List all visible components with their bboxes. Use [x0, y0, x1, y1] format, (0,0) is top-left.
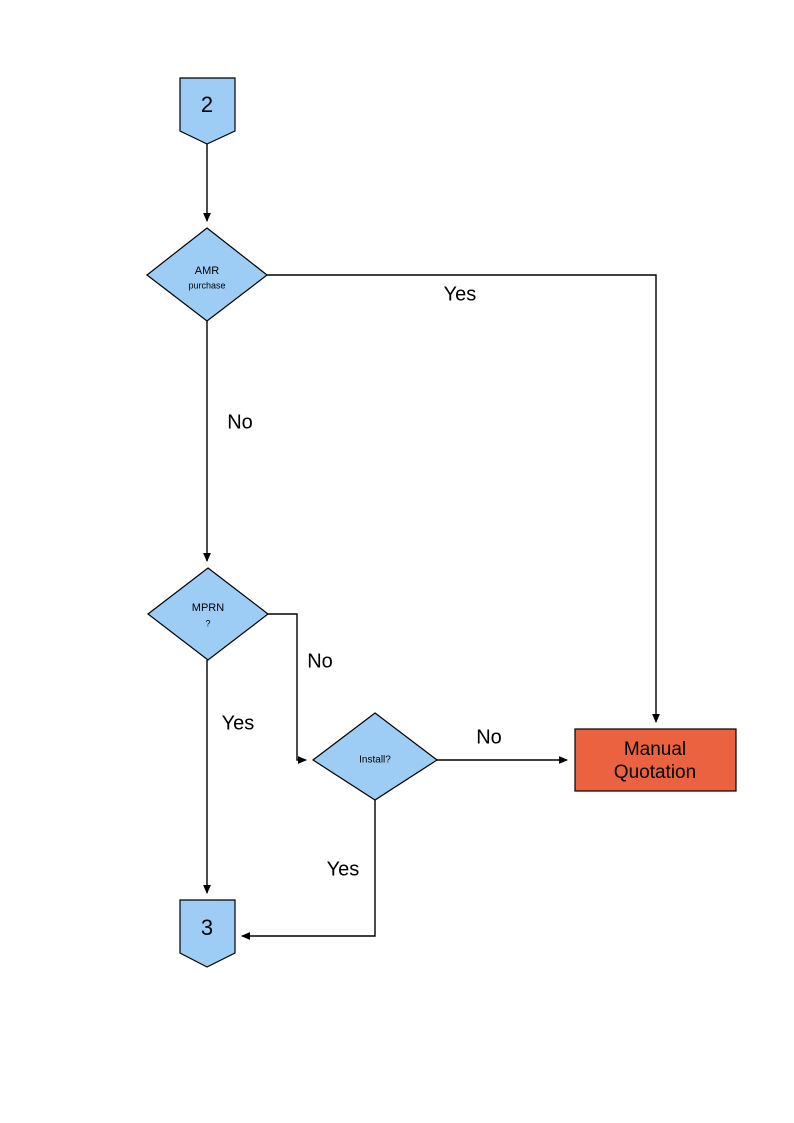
- connector-out-label: 3: [201, 915, 213, 940]
- connector-in-label: 2: [201, 92, 213, 117]
- edge-label-install-yes: Yes: [327, 858, 360, 880]
- edge-label-amr-yes: Yes: [444, 283, 477, 305]
- edge-label-mprn-no: No: [307, 650, 333, 672]
- diamond-shape: [311, 712, 439, 801]
- edge-install-yes: Yes: [241, 800, 376, 940]
- node-connector-in[interactable]: 2: [179, 77, 236, 145]
- process-label-line2: Quotation: [614, 762, 696, 783]
- edge-label-mprn-yes: Yes: [222, 712, 255, 734]
- edge-line: [241, 800, 376, 940]
- edge-amr-yes: Yes: [267, 274, 660, 723]
- node-decision-amr[interactable]: AMR purchase: [146, 227, 268, 322]
- node-decision-mprn[interactable]: MPRN ?: [147, 567, 269, 661]
- edge-mprn-no: No: [268, 613, 333, 764]
- diamond-shape: [147, 567, 269, 661]
- rectangle-shape: [574, 728, 737, 792]
- pentagon-down-shape: [179, 77, 236, 145]
- edge-line: [268, 613, 307, 764]
- edge-install-no: No: [437, 726, 568, 764]
- edge-label-amr-no: No: [227, 411, 253, 433]
- node-connector-out[interactable]: 3: [179, 899, 236, 968]
- decision-amr-label-line1: AMR: [195, 265, 220, 277]
- edge-label-install-no: No: [476, 726, 502, 748]
- decision-mprn-label-line2: ?: [205, 618, 210, 628]
- decision-amr-label-line2: purchase: [188, 280, 225, 290]
- edge-line: [267, 274, 660, 723]
- edge-amr-no: No: [203, 321, 253, 562]
- process-label-line1: Manual: [624, 739, 686, 760]
- node-decision-install[interactable]: Install?: [311, 712, 439, 801]
- node-process-manual-quotation[interactable]: Manual Quotation: [574, 728, 737, 792]
- decision-mprn-label-line1: MPRN: [192, 602, 224, 614]
- pentagon-down-shape: [179, 899, 236, 968]
- diamond-shape: [146, 227, 268, 322]
- decision-install-label: Install?: [359, 755, 391, 766]
- edge-mprn-yes: Yes: [203, 660, 255, 894]
